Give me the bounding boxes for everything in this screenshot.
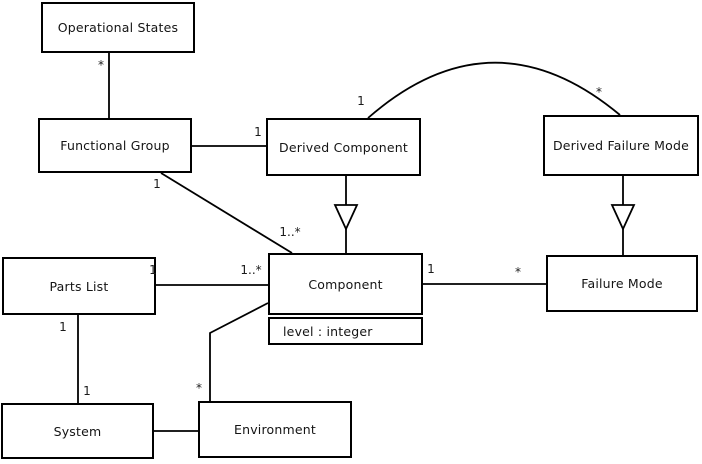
class-box-operational-states[interactable]: Operational States (41, 2, 195, 53)
class-box-environment[interactable]: Environment (198, 401, 352, 458)
multiplicity-fg-comp-many: 1..* (279, 225, 301, 239)
class-name-environment: Environment (233, 422, 317, 437)
class-box-system[interactable]: System (1, 403, 154, 459)
edge-functional-group-component (160, 172, 293, 254)
multiplicity-dc-dfm-star: * (596, 85, 602, 99)
class-box-parts-list[interactable]: Parts List (2, 257, 156, 315)
generalization-triangle-failure-mode (610, 204, 636, 232)
class-name-failure-mode: Failure Mode (581, 276, 663, 291)
multiplicity-pl-comp-one: 1 (149, 263, 157, 277)
multiplicity-pl-sys-one-bot: 1 (83, 384, 91, 398)
multiplicity-fg-dc-one: 1 (254, 125, 262, 139)
class-name-derived-failure-mode: Derived Failure Mode (552, 138, 690, 153)
multiplicity-os-fg-star: * (98, 58, 104, 72)
multiplicity-dc-dfm-one: 1 (357, 94, 365, 108)
class-attributes-component[interactable]: level : integer (268, 317, 423, 345)
edge-environment-component (209, 302, 269, 401)
class-box-derived-component[interactable]: Derived Component (266, 118, 421, 176)
class-box-derived-failure-mode[interactable]: Derived Failure Mode (543, 115, 699, 176)
edge-derived-component-derived-failure-mode-arc (367, 61, 621, 119)
multiplicity-comp-fm-star: * (515, 265, 521, 279)
class-name-parts-list: Parts List (49, 278, 109, 294)
multiplicity-env-comp-star: * (196, 381, 202, 395)
multiplicity-pl-comp-many: 1..* (240, 263, 262, 277)
class-name-derived-component: Derived Component (279, 139, 408, 155)
class-box-functional-group[interactable]: Functional Group (38, 118, 192, 173)
multiplicity-fg-comp-one: 1 (153, 177, 161, 191)
generalization-triangle-component (333, 204, 359, 232)
multiplicity-comp-fm-one: 1 (427, 262, 435, 276)
class-name-functional-group: Functional Group (60, 138, 170, 153)
class-name-component: Component (308, 276, 383, 292)
class-box-component[interactable]: Component (268, 253, 423, 315)
class-name-system: System (53, 423, 102, 439)
class-box-failure-mode[interactable]: Failure Mode (546, 255, 698, 312)
multiplicity-pl-sys-one-top: 1 (59, 320, 67, 334)
attribute-level-integer: level : integer (283, 323, 373, 339)
class-name-operational-states: Operational States (57, 20, 179, 35)
